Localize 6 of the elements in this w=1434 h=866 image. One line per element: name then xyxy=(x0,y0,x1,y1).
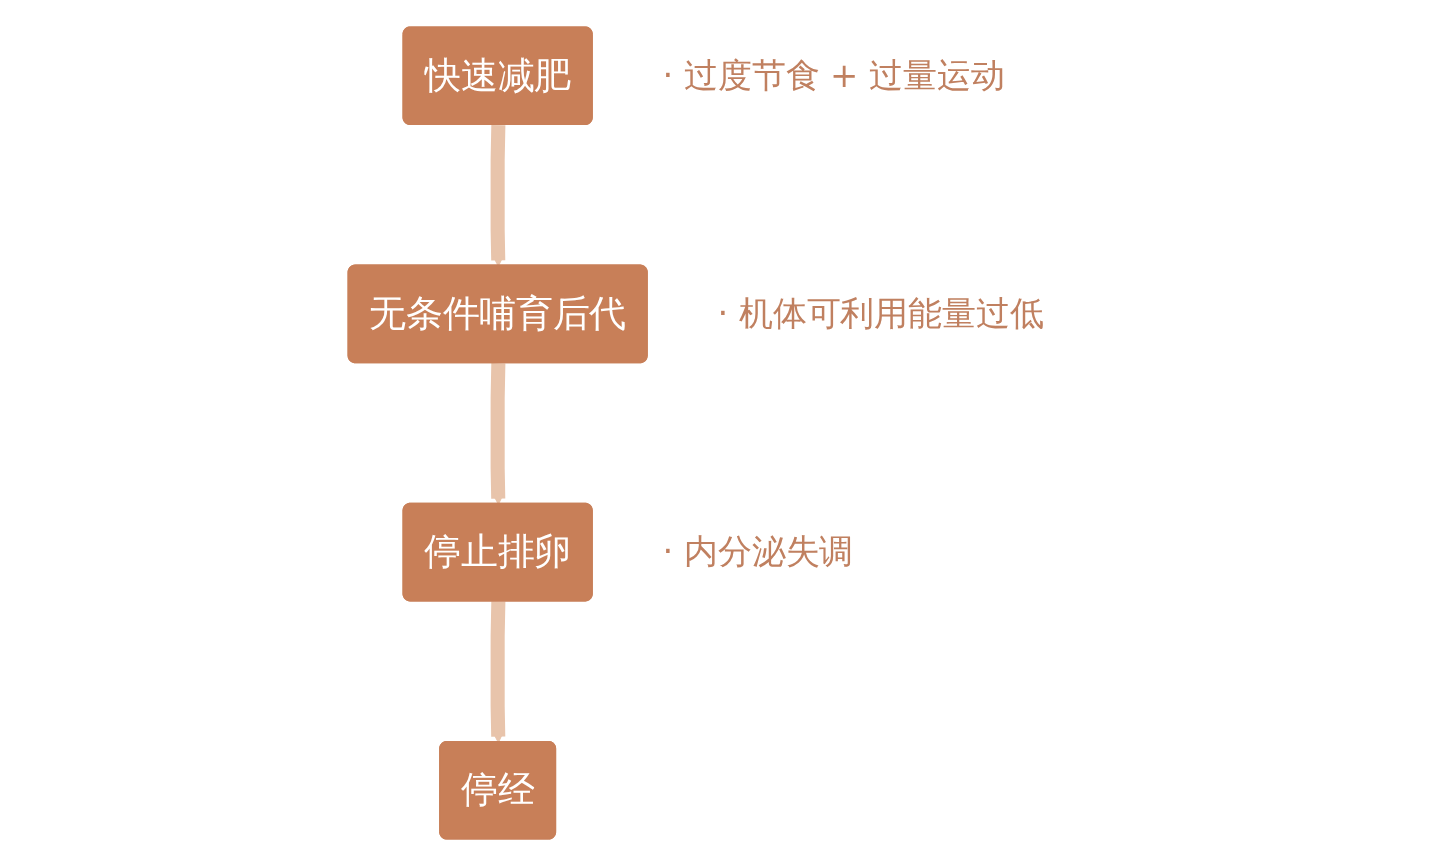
node-label: · 过度节食 + 过量运动 xyxy=(662,55,1005,96)
node-label: · 内分泌失调 xyxy=(662,532,854,572)
arrow xyxy=(490,601,506,743)
node-label: · 机体可利用能量过低 xyxy=(717,294,1044,334)
arrow xyxy=(490,124,506,267)
arrow xyxy=(490,363,506,505)
